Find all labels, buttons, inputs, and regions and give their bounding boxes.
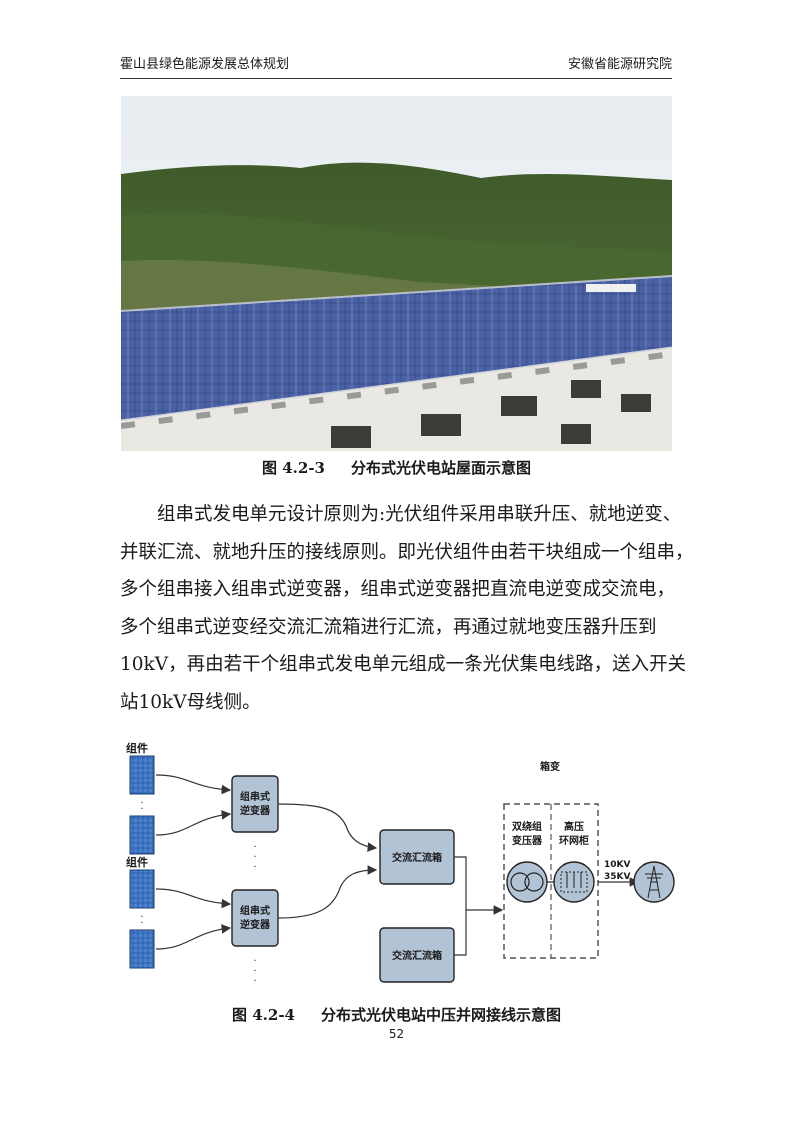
string-inverter-box-bottom: [231, 889, 279, 947]
figure-title: 分布式光伏电站屋面示意图: [350, 459, 531, 477]
paragraph-line: 组串式发电单元设计原则为:光伏组件采用串联升压、就地逆变、: [157, 504, 682, 525]
figure-caption-4-2-3: 图 4.2-3 分布式光伏电站屋面示意图: [0, 458, 793, 478]
ring-main-unit-label: 环网柜: [559, 834, 589, 847]
body-paragraph: 组串式发电单元设计原则为:光伏组件采用串联升压、就地逆变、 并联汇流、就地升压的…: [120, 496, 694, 721]
svg-text:·: ·: [253, 956, 256, 967]
module-group-label-bottom: 组件: [126, 855, 148, 869]
string-inverter-box-top: [231, 775, 279, 833]
figure-number: 图 4.2-4: [232, 1006, 295, 1024]
pv-panel-icon: [129, 869, 155, 909]
paragraph-line: 并联汇流、就地升压的接线原则。即光伏组件由若干块组成一个组串，: [120, 541, 694, 563]
module-group-label-top: 组件: [126, 741, 148, 755]
ring-main-unit-icon: [553, 861, 595, 903]
paragraph-line: 10kV，再由若干个组串式发电单元组成一条光伏集电线路，送入开关: [120, 654, 687, 675]
transformer-label: 双绕组: [512, 820, 542, 833]
svg-text:·: ·: [140, 912, 143, 923]
header-document-title: 霍山县绿色能源发展总体规划: [120, 57, 290, 72]
svg-text:·: ·: [253, 842, 256, 853]
voltage-label: 10KV: [604, 860, 630, 870]
svg-text:·: ·: [140, 918, 143, 929]
power-grid-tower-icon: [633, 861, 675, 903]
page-header: 霍山县绿色能源发展总体规划 安徽省能源研究院: [120, 56, 672, 79]
svg-text:·: ·: [253, 852, 256, 863]
paragraph-line: 多个组串式逆变经交流汇流箱进行汇流，再通过就地变压器升压到: [120, 616, 657, 638]
svg-text:·: ·: [140, 804, 143, 815]
svg-text:·: ·: [253, 862, 256, 873]
inverter-label: 组串式: [240, 904, 270, 917]
rooftop-solar-photo: [121, 96, 672, 451]
figure-title: 分布式光伏电站中压并网接线示意图: [320, 1006, 561, 1024]
ring-main-unit-label: 高压: [564, 820, 584, 833]
svg-text:·: ·: [253, 976, 256, 987]
figure-caption-4-2-4: 图 4.2-4 分布式光伏电站中压并网接线示意图: [0, 1005, 793, 1025]
figure-number: 图 4.2-3: [262, 459, 325, 477]
header-organization: 安徽省能源研究院: [567, 57, 672, 72]
pv-panel-icon: [129, 755, 155, 795]
svg-text:·: ·: [140, 798, 143, 809]
paragraph-line: 多个组串接入组串式逆变器，组串式逆变器把直流电逆变成交流电，: [120, 579, 676, 600]
box-transformer-label: 箱变: [540, 760, 560, 773]
inverter-label: 逆变器: [240, 918, 271, 931]
pv-panel-icon: [129, 815, 155, 855]
svg-text:·: ·: [253, 966, 256, 977]
combiner-label: 交流汇流箱: [392, 851, 442, 864]
page-number: 52: [388, 1027, 405, 1041]
voltage-label: 35KV: [604, 872, 630, 882]
transformer-label: 变压器: [512, 834, 543, 847]
inverter-label: 组串式: [240, 790, 270, 803]
pv-panel-icon: [129, 929, 155, 969]
transformer-icon: [506, 861, 548, 903]
combiner-label: 交流汇流箱: [392, 949, 442, 962]
paragraph-line: 站10kV母线侧。: [120, 691, 261, 713]
grid-connection-diagram: 组件 组件 · · · · 组串式 逆变器 · · · 组串式 逆变器 · · …: [118, 738, 678, 1000]
inverter-label: 逆变器: [240, 804, 271, 817]
